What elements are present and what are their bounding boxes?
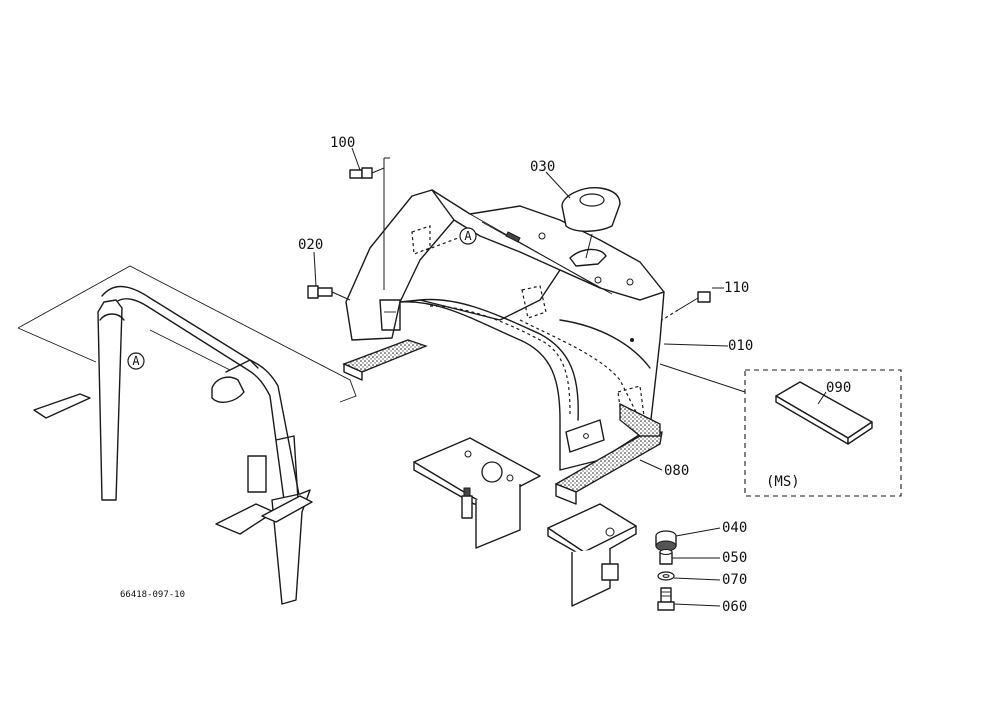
collar-050	[659, 549, 673, 565]
bolt-100	[349, 157, 390, 290]
ms-option-box	[659, 363, 902, 497]
seal-strip-left	[342, 339, 428, 373]
cap-030	[561, 187, 621, 259]
label-010: 010	[728, 338, 753, 354]
bolt-020	[307, 285, 351, 301]
label-ms: (MS)	[766, 474, 800, 490]
lower-right-bracket	[547, 503, 637, 607]
reference-a-left: A	[127, 352, 145, 370]
fender-assembly-010	[345, 189, 665, 471]
label-030: 030	[530, 159, 555, 175]
bolt-060	[657, 587, 675, 611]
bolt-110	[661, 291, 711, 321]
label-070: 070	[722, 572, 747, 588]
washer-070	[657, 571, 675, 581]
lower-left-bracket	[413, 437, 541, 549]
label-110: 110	[724, 280, 749, 296]
seal-strip-080	[554, 402, 663, 505]
label-090: 090	[826, 380, 851, 396]
label-100: 100	[330, 135, 355, 151]
drawing-number: 66418-097-10	[120, 590, 185, 600]
part-labels: 100 020 030 110 010 090 080 040 050 070 …	[120, 135, 851, 615]
leader-lines	[313, 147, 827, 607]
label-040: 040	[722, 520, 747, 536]
rops-frame	[17, 265, 357, 605]
reference-a-top: A	[425, 227, 477, 251]
label-020: 020	[298, 237, 323, 253]
reference-a-top-label: A	[464, 229, 472, 243]
label-060: 060	[722, 599, 747, 615]
rubber-mount-040	[655, 530, 677, 552]
label-080: 080	[664, 463, 689, 479]
reference-a-left-label: A	[132, 354, 140, 368]
label-050: 050	[722, 550, 747, 566]
